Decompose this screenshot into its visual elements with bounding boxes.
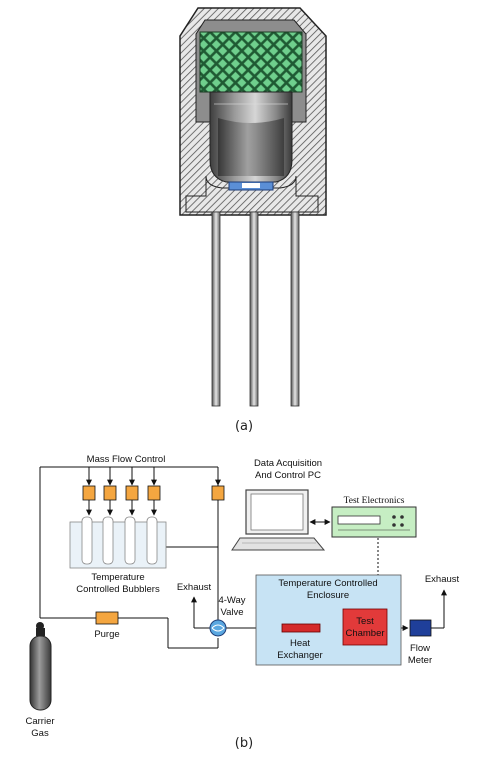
- label-valve-line1: 4-Way: [218, 595, 245, 606]
- sensor-drawing: [179, 7, 327, 407]
- label-carrier-gas-line2: Gas: [31, 728, 49, 739]
- data-acquisition-pc: [231, 489, 326, 551]
- mfc-3: [125, 485, 139, 501]
- bubbler-bath: [69, 516, 167, 569]
- sensor-base: [185, 175, 319, 213]
- label-mass-flow-control: Mass Flow Control: [87, 454, 166, 465]
- label-exhaust-right: Exhaust: [425, 574, 460, 585]
- label-carrier-gas-line1: Carrier: [25, 716, 54, 727]
- label-test-electronics: Test Electronics: [344, 496, 405, 506]
- label-bubblers-line1: Temperature: [91, 572, 144, 583]
- sensor-pin-right: [290, 211, 300, 407]
- label-flow-meter-line1: Flow: [410, 643, 430, 654]
- four-way-valve: [209, 619, 227, 637]
- test-electronics-unit: [331, 506, 417, 538]
- caption-a: (a): [235, 419, 253, 434]
- sensor-pin-middle: [249, 211, 259, 407]
- label-heat-exchanger-line1: Heat: [290, 638, 310, 649]
- test-chamber: [342, 608, 388, 646]
- mass-flow-controllers: [82, 485, 225, 501]
- label-purge: Purge: [94, 629, 119, 640]
- mfc-4: [147, 485, 161, 501]
- label-test-chamber-line1: Test: [356, 616, 374, 627]
- sensor-pin-left: [211, 211, 221, 407]
- label-valve-line2: Valve: [220, 607, 243, 618]
- label-data-acquisition-line1: Data Acquisition: [254, 458, 322, 469]
- label-enclosure-line2: Enclosure: [307, 590, 349, 601]
- heat-exchanger: [281, 623, 321, 633]
- mfc-1: [82, 485, 96, 501]
- label-exhaust-left: Exhaust: [177, 582, 212, 593]
- mfc-5: [211, 485, 225, 501]
- carrier-gas-cylinder: [29, 622, 52, 711]
- purge-mfc: [95, 611, 119, 625]
- mfc-2: [103, 485, 117, 501]
- label-data-acquisition-line2: And Control PC: [255, 470, 321, 481]
- sensor-mesh: [199, 31, 303, 93]
- flow-meter: [409, 619, 432, 637]
- caption-b: (b): [235, 736, 253, 751]
- label-test-chamber-line2: Chamber: [345, 628, 384, 639]
- label-bubblers-line2: Controlled Bubblers: [76, 584, 160, 595]
- label-heat-exchanger-line2: Exchanger: [277, 650, 322, 661]
- label-flow-meter-line2: Meter: [408, 655, 432, 666]
- label-enclosure-line1: Temperature Controlled: [278, 578, 377, 589]
